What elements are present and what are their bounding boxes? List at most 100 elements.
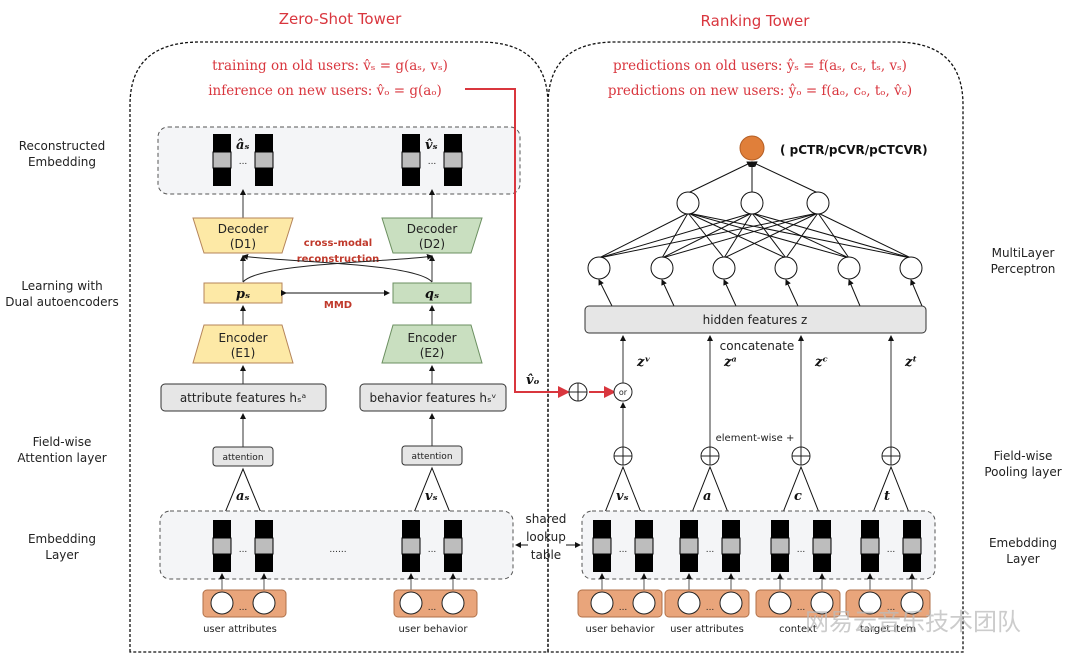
mlp-edge xyxy=(910,279,923,307)
behavior-features-box xyxy=(359,383,507,412)
embedding-vector xyxy=(254,520,274,572)
a-s-label: aₛ xyxy=(236,489,250,504)
dots: ... xyxy=(428,545,437,555)
pooling-lines xyxy=(779,465,823,521)
input-node xyxy=(810,591,834,615)
z-label: zᵛ xyxy=(636,355,651,370)
input-label: user behavior xyxy=(586,624,656,635)
output-node xyxy=(739,135,765,161)
mlp-edge xyxy=(598,212,689,259)
inference-path-arrow xyxy=(465,88,570,398)
mlp-edge xyxy=(687,212,725,259)
mmd-label: MMD xyxy=(324,300,352,311)
svg-text:...: ... xyxy=(797,603,806,613)
p-s-label: pₛ xyxy=(236,287,250,302)
field-label: a xyxy=(703,489,711,504)
pooling-lines xyxy=(869,465,913,521)
dots: ... xyxy=(887,545,896,555)
ranking-input-0: ... xyxy=(577,589,663,618)
left-layer-labels: Reconstructed Embedding Learning with Du… xyxy=(5,139,118,562)
decoder-d1-sublabel: (D1) xyxy=(230,237,256,251)
v-o-hat-label: v̂ₒ xyxy=(526,373,540,388)
recon-a-label: âₛ xyxy=(236,138,250,153)
mlp-edge xyxy=(687,212,850,259)
hidden-features-box xyxy=(584,305,927,334)
cross-modal-arrow xyxy=(242,253,433,283)
mlp-node xyxy=(806,191,830,215)
layer-label: Field-wise xyxy=(33,435,92,449)
zero-shot-tower-frame xyxy=(129,41,549,653)
embedding-vector xyxy=(592,520,612,572)
mlp-edge xyxy=(598,212,819,259)
shared-lookup-label: shared xyxy=(526,512,567,526)
encoder-e1-label: Encoder xyxy=(218,331,267,345)
input-node xyxy=(768,591,792,615)
field-label: vₛ xyxy=(616,489,629,504)
user-attributes-label: user attributes xyxy=(203,624,277,635)
mlp-edge xyxy=(723,212,819,259)
hidden-features-label: hidden features z xyxy=(703,313,808,327)
encoder-e1 xyxy=(192,324,294,364)
mlp-edge xyxy=(751,212,912,259)
or-label: or xyxy=(619,388,628,397)
dots: ... xyxy=(428,157,437,167)
mlp-edge xyxy=(661,212,753,259)
output-label: ( pCTR/pCVR/pCTCVR) xyxy=(780,143,928,157)
input-label: user attributes xyxy=(670,624,744,635)
ranking-tower-frame xyxy=(547,41,964,653)
behavior-features-label: behavior features hₛᵛ xyxy=(370,391,497,405)
embedding-vector xyxy=(679,520,699,572)
layer-label: Embedding xyxy=(28,155,96,169)
embedding-vector xyxy=(212,134,232,186)
mlp-edge xyxy=(817,212,912,259)
layer-label: Field-wise xyxy=(994,449,1053,463)
attribute-features-box xyxy=(160,383,327,412)
user-behavior-label: user behavior xyxy=(399,624,469,635)
pooling-lines xyxy=(221,467,265,521)
input-node xyxy=(719,591,743,615)
mlp-edge xyxy=(661,212,819,259)
plus-node xyxy=(700,446,720,466)
pooling-lines xyxy=(601,465,645,521)
plus-node xyxy=(881,446,901,466)
embedding-vector xyxy=(443,134,463,186)
mlp-node xyxy=(712,256,736,280)
dots: ... xyxy=(706,545,715,555)
element-wise-label: element-wise + xyxy=(716,433,795,444)
input-node xyxy=(210,591,234,615)
mlp-edge xyxy=(723,279,737,307)
zero-shot-tower-title: Zero-Shot Tower xyxy=(279,10,402,28)
z-label: zᵗ xyxy=(904,355,917,370)
ranking-input-3: ... xyxy=(845,589,931,618)
attention-label: attention xyxy=(411,452,452,462)
encoder-e2-label: Encoder xyxy=(407,331,456,345)
mlp-edge xyxy=(751,161,819,194)
ranking-embedding-panel xyxy=(581,510,936,580)
input-node xyxy=(900,591,924,615)
attention-box-attributes xyxy=(212,446,274,467)
mlp-edge xyxy=(598,279,613,307)
layer-label: Dual autoencoders xyxy=(5,295,118,309)
input-label: target item xyxy=(860,624,916,635)
mlp-node xyxy=(587,256,611,280)
embedding-layer-panel xyxy=(159,510,514,580)
mlp-edge xyxy=(661,212,689,259)
reconstructed-embedding-panel xyxy=(157,126,521,195)
mlp-node xyxy=(676,191,700,215)
embedding-vector xyxy=(634,520,654,572)
layer-label: Embedding xyxy=(28,532,96,546)
q-s-label: qₛ xyxy=(425,287,439,302)
dots: ...... xyxy=(329,545,346,555)
shared-lookup-label: lookup xyxy=(526,530,566,544)
ranking-input-1: ... xyxy=(664,589,750,618)
cross-modal-arrow xyxy=(242,253,433,283)
mlp-edge xyxy=(687,212,787,259)
embedding-vector xyxy=(254,134,274,186)
input-node xyxy=(441,591,465,615)
layer-label: Layer xyxy=(45,548,79,562)
mlp-edge xyxy=(687,161,753,194)
v-s-label: vₛ xyxy=(425,489,438,504)
dots: ... xyxy=(797,545,806,555)
input-node xyxy=(590,591,614,615)
